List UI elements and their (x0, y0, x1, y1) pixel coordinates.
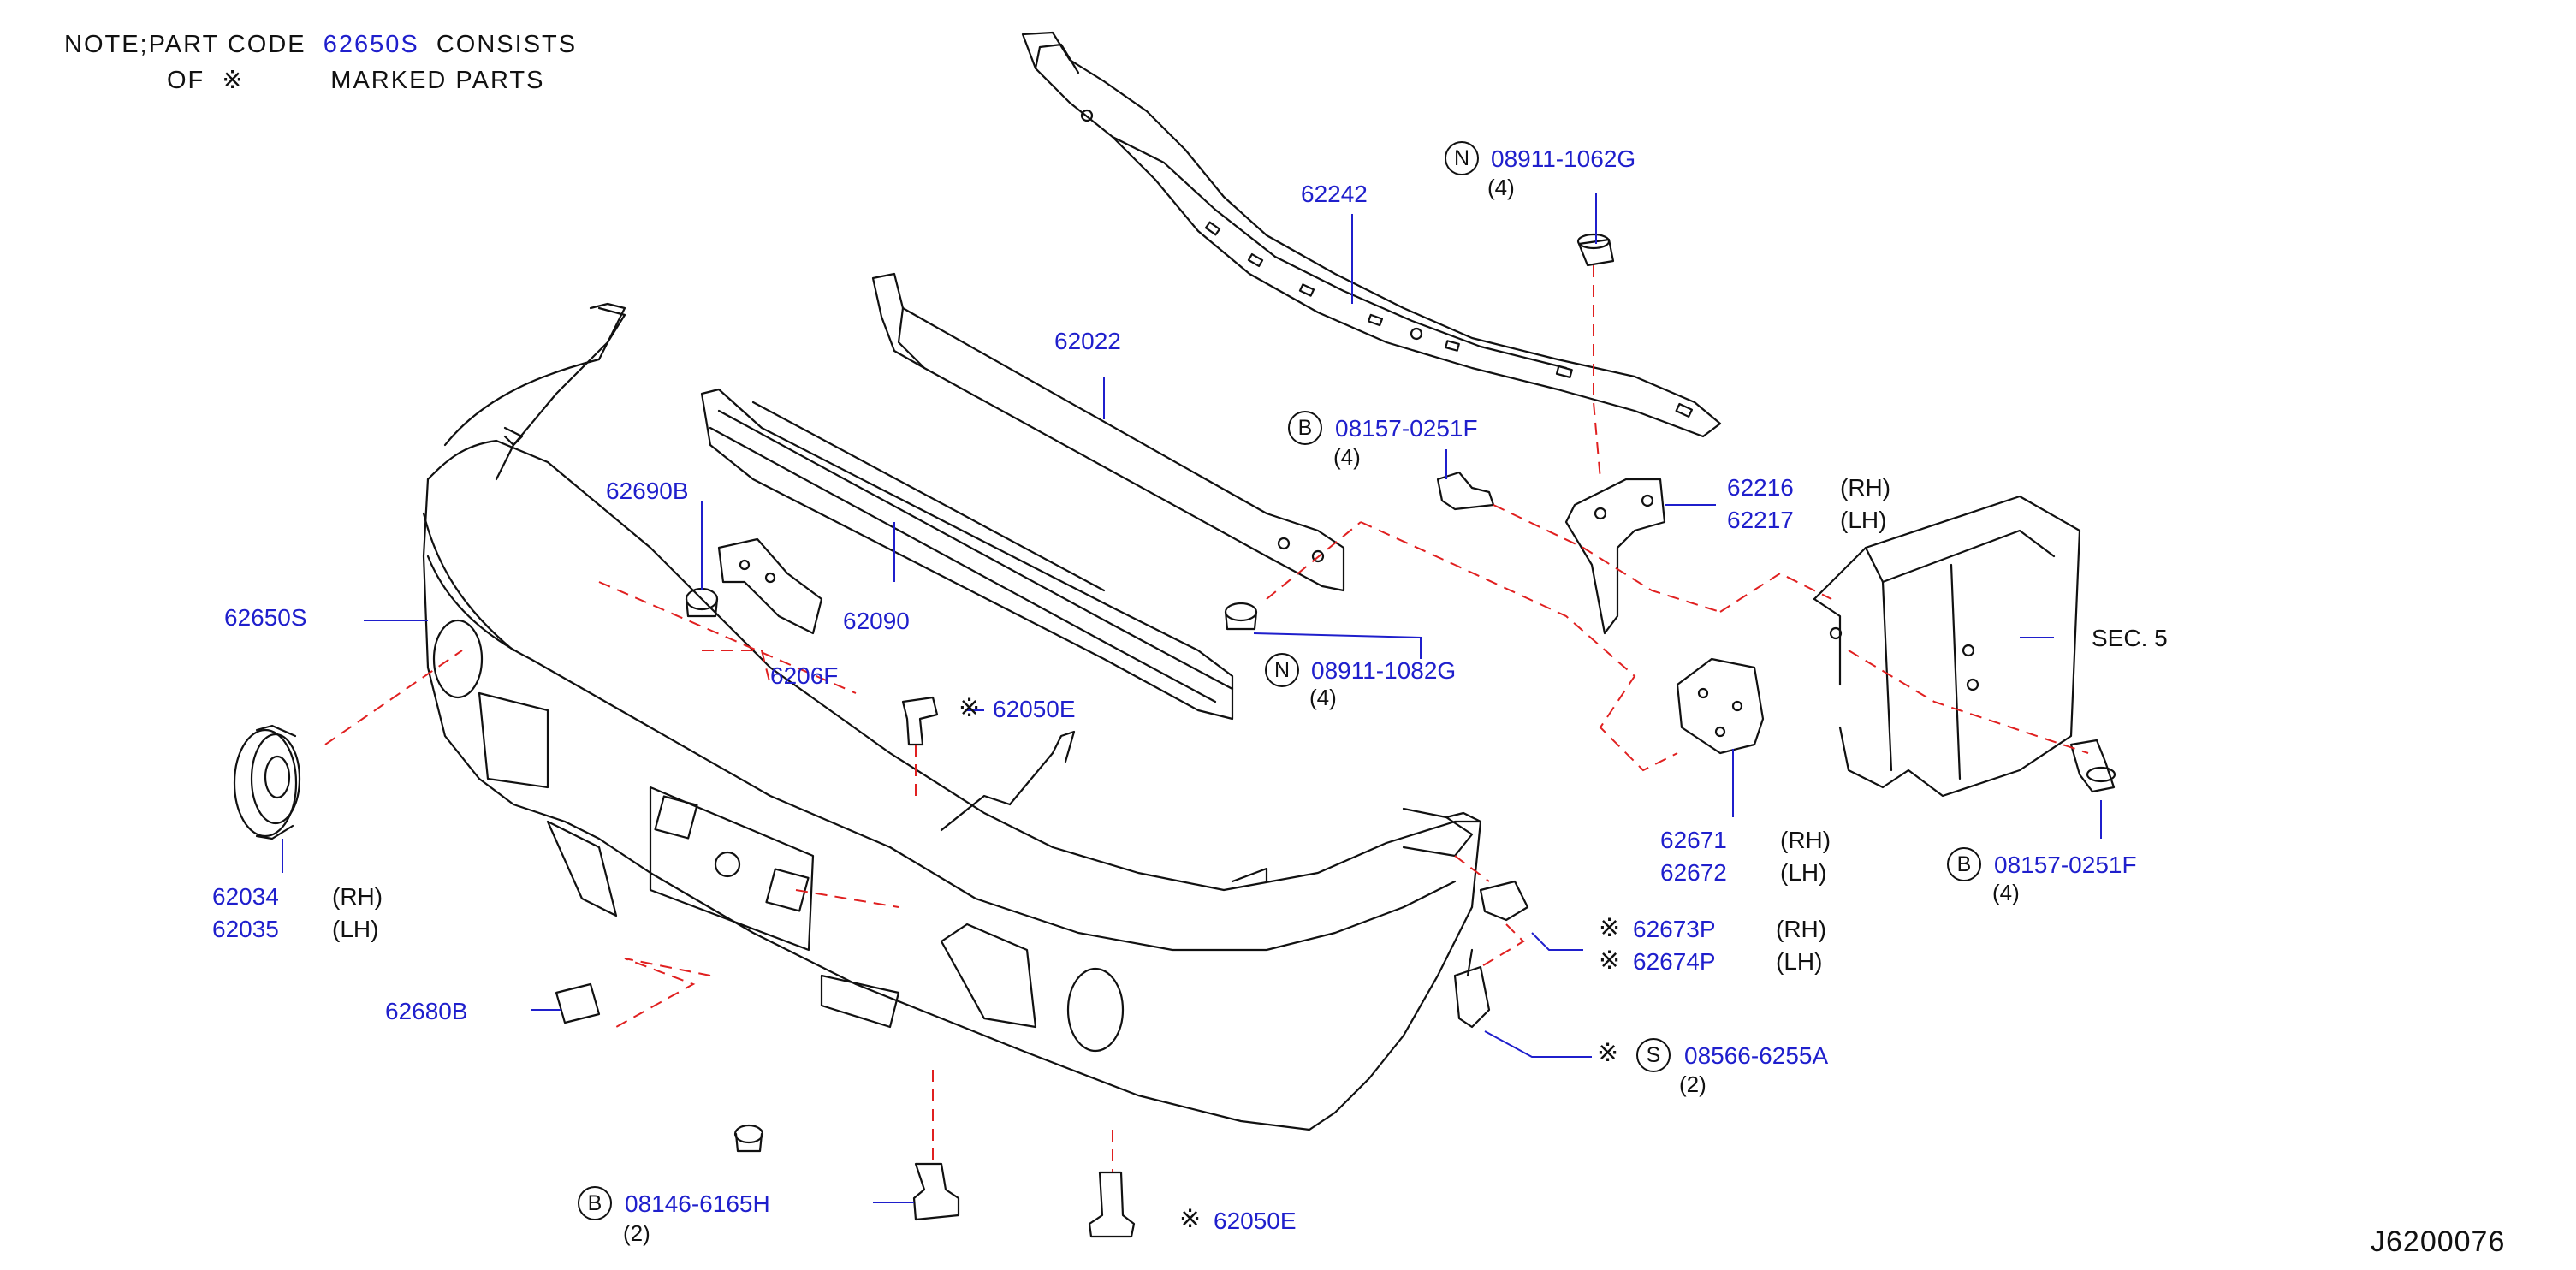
label-rh-62034: (RH) (332, 883, 383, 910)
note-line1: NOTE;PART CODE 62650S CONSISTS (64, 33, 577, 57)
b-bolt-symbol: B (1288, 411, 1322, 445)
callout-62022[interactable]: 62022 (1054, 328, 1121, 354)
nut-bottom (733, 1124, 764, 1153)
callout-62672[interactable]: 62672 (1660, 859, 1727, 886)
label-rh-62671: (RH) (1780, 827, 1831, 853)
n-nut-symbol: N (1445, 141, 1479, 175)
star-mark-icon: ※ (222, 67, 245, 94)
clip-62680b (555, 982, 601, 1024)
callout-08146-6165h[interactable]: 08146-6165H (625, 1190, 770, 1217)
star-mark-icon: ※ (1599, 914, 1621, 942)
callout-62050e-top[interactable]: 62050E (993, 696, 1076, 722)
callout-62050e-bottom[interactable]: 62050E (1214, 1208, 1297, 1234)
callout-62673p[interactable]: 62673P (1633, 916, 1716, 942)
bolt-b-bottom (912, 1162, 960, 1221)
qty-n-top: (4) (1487, 175, 1515, 200)
b-bolt-symbol-bottom: B (578, 1186, 612, 1220)
star-mark-icon: ※ (1179, 1205, 1202, 1233)
callout-62035[interactable]: 62035 (212, 916, 279, 942)
qty-n-mid: (4) (1309, 685, 1337, 710)
clip-62673p (1479, 880, 1529, 922)
clip-62050e-bottom (1088, 1171, 1136, 1238)
leader-lines (282, 193, 2102, 1203)
note-suffix: CONSISTS (436, 31, 578, 58)
note-of: OF (167, 67, 205, 94)
nut-62690b (685, 587, 719, 618)
bolt-b-right (2069, 739, 2116, 793)
callout-62674p[interactable]: 62674P (1633, 948, 1716, 975)
note-line2: OF ※ MARKED PARTS (167, 68, 544, 93)
bolt-b-top (1436, 471, 1495, 511)
upper-rail-62242 (1021, 31, 1722, 438)
callout-62650s[interactable]: 62650S (224, 604, 307, 631)
label-lh-62672: (LH) (1780, 859, 1827, 886)
label-rh-62216: (RH) (1840, 474, 1891, 501)
callout-62034[interactable]: 62034 (212, 883, 279, 910)
n-nut-symbol-mid: N (1265, 653, 1299, 687)
label-lh-62674p: (LH) (1776, 948, 1823, 975)
s-screw-symbol: S (1636, 1038, 1671, 1072)
fog-lamp-62034 (233, 724, 301, 840)
label-lh-62035: (LH) (332, 916, 379, 942)
absorber-62090 (700, 388, 1234, 721)
bracket-62216 (1564, 478, 1666, 635)
callout-08566-6255a[interactable]: 08566-6255A (1684, 1042, 1829, 1069)
star-mark-icon: ※ (1597, 1039, 1619, 1067)
callout-62090[interactable]: 62090 (843, 608, 910, 634)
callout-62680b[interactable]: 62680B (385, 998, 468, 1024)
star-mark-icon: ※ (959, 694, 981, 722)
qty-s-screw: (2) (1679, 1071, 1706, 1097)
nut-top (1576, 233, 1615, 267)
assembly-lines (324, 265, 2089, 1172)
diagram-id: J6200076 (2371, 1225, 2506, 1258)
callout-6206f[interactable]: 6206F (770, 662, 839, 689)
note-code[interactable]: 62650S (323, 31, 419, 58)
bumper-fascia-62650s (422, 302, 1482, 1131)
callout-08157-0251f-right[interactable]: 08157-0251F (1994, 852, 2137, 878)
callout-08911-1082g[interactable]: 08911-1082G (1311, 657, 1457, 684)
callout-62671[interactable]: 62671 (1660, 827, 1727, 853)
b-bolt-symbol-right: B (1947, 847, 1981, 881)
callout-08911-1062g[interactable]: 08911-1062G (1491, 145, 1636, 172)
note-prefix: NOTE;PART CODE (64, 31, 306, 58)
callout-62216[interactable]: 62216 (1727, 474, 1794, 501)
side-member (1813, 495, 2081, 798)
screw-s (1453, 948, 1491, 1029)
label-rh-62673p: (RH) (1776, 916, 1827, 942)
callout-08157-0251f-top[interactable]: 08157-0251F (1335, 415, 1478, 442)
label-lh-62217: (LH) (1840, 507, 1887, 533)
bracket-62690b (717, 537, 823, 635)
callout-62690b[interactable]: 62690B (606, 478, 689, 504)
qty-b-right: (4) (1992, 880, 2020, 905)
reinforcement-62022 (871, 272, 1345, 592)
callout-62242[interactable]: 62242 (1301, 181, 1368, 207)
section-reference[interactable]: SEC. 5 (2092, 625, 2168, 651)
qty-b-bottom: (2) (623, 1220, 650, 1246)
clip-62050e-top (901, 696, 939, 746)
nut-mid (1224, 602, 1258, 631)
qty-b-top: (4) (1333, 444, 1361, 470)
callout-62217[interactable]: 62217 (1727, 507, 1794, 533)
bracket-62671 (1676, 657, 1765, 755)
note-marked-parts: MARKED PARTS (330, 67, 545, 94)
star-mark-icon: ※ (1599, 947, 1621, 975)
